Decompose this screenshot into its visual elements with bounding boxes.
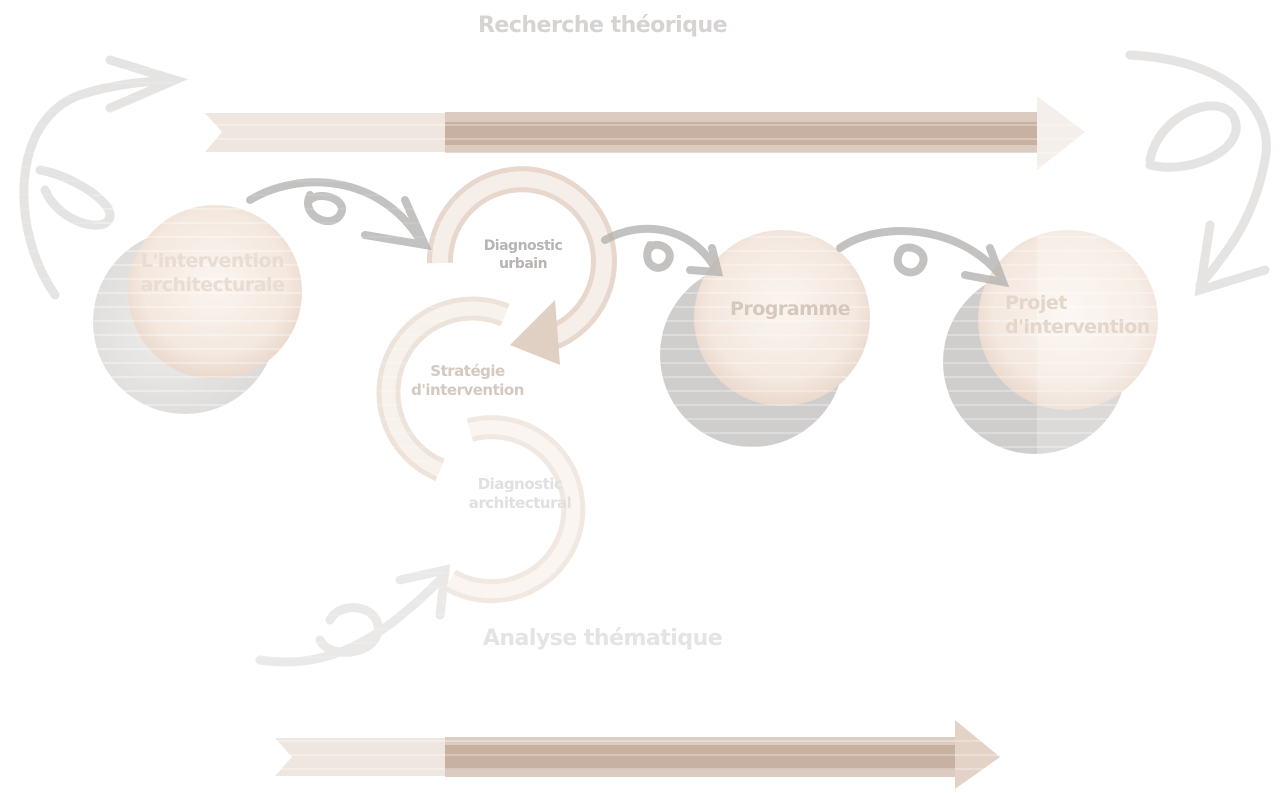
label-diag-archi-line2: architectural [468,493,572,512]
label-strategie: Stratégie d'intervention [400,362,535,400]
heading-analyse-thematique: Analyse thématique [482,626,723,651]
connector-arrow-2 [601,224,724,277]
label-intervention: L'intervention architecturale [120,250,305,298]
label-projet: Projet d'intervention [1005,292,1155,340]
node-projet [943,228,1165,458]
label-programme: Programme [715,298,865,322]
label-diag-urbain: Diagnostic urbain [468,238,578,273]
node-programme [660,228,875,450]
label-intervention-line2: architecturale [140,273,285,296]
label-strategie-line2: d'intervention [411,380,524,399]
label-projet-line1: Projet [1005,292,1067,314]
label-diag-archi-line1: Diagnostic [477,475,563,493]
connector-arrow-3 [836,227,1010,288]
heading-recherche-theorique: Recherche théorique [477,13,728,38]
label-strategie-line1: Stratégie [430,362,505,380]
stripe-overlay [0,0,445,789]
label-intervention-line1: L'intervention [140,250,285,272]
label-diag-urbain-line1: Diagnostic [483,238,563,254]
label-diag-urbain-line2: urbain [498,255,548,272]
cycle-ring-diag-urbain [426,166,617,365]
right-loop-arrow [1125,50,1271,297]
label-diag-archi: Diagnostic architectural [455,475,585,513]
cycle-ring-diag-archi [443,415,586,604]
label-projet-line2: d'intervention [1005,315,1150,338]
label-programme-line1: Programme [729,298,851,320]
